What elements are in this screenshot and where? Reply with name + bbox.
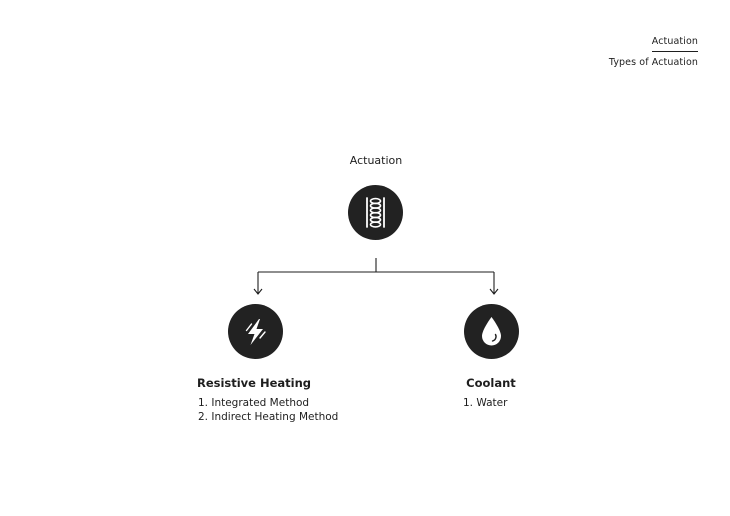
- root-node-icon: [348, 185, 403, 240]
- coolant-methods: 1. Water: [463, 396, 507, 410]
- coolant-title: Coolant: [466, 376, 516, 390]
- header-section-title: Actuation: [651, 36, 698, 52]
- list-item: 1. Water: [463, 397, 508, 409]
- resistive-heating-icon: [228, 304, 283, 359]
- list-item: 1. Integrated Method: [198, 397, 310, 409]
- root-node-label: Actuation: [349, 154, 403, 167]
- resistive-heating-title: Resistive Heating: [196, 376, 312, 390]
- water-drop-icon: [482, 317, 501, 346]
- coolant-icon: [464, 304, 519, 359]
- header-subtitle: Types of Actuation: [608, 57, 698, 68]
- resistive-heating-methods: 1. Integrated Method 2. Indirect Heating…: [198, 396, 338, 424]
- arrow-left-head: [253, 288, 263, 295]
- list-item: 2. Indirect Heating Method: [198, 411, 339, 423]
- coil-icon: [366, 197, 385, 228]
- lightning-bolt-icon: [245, 319, 266, 345]
- arrow-right-head: [489, 288, 499, 295]
- page-header: Actuation Types of Actuation: [609, 29, 698, 68]
